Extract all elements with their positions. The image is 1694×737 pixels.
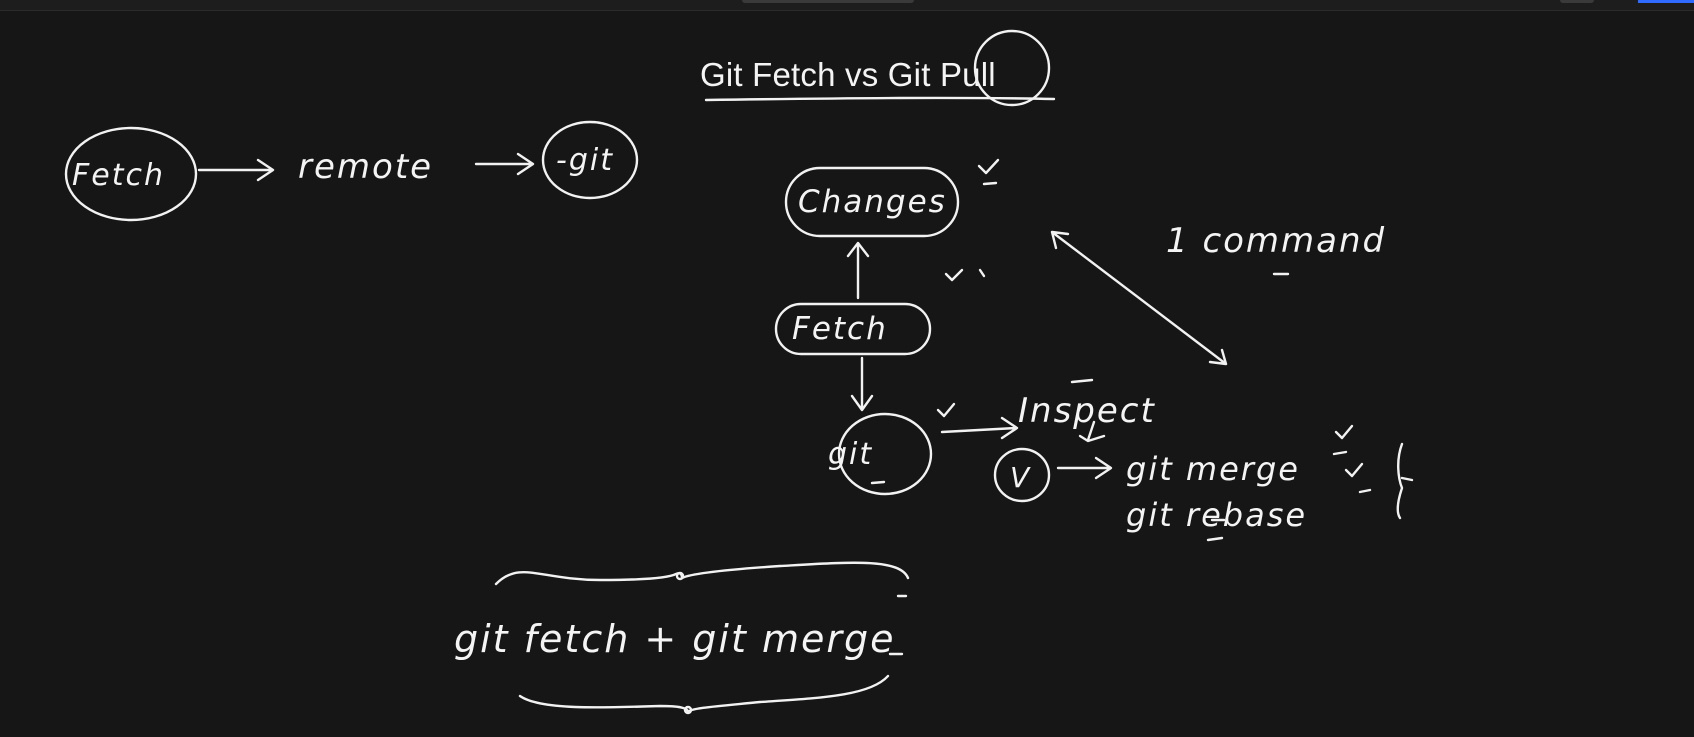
fetch-node-circle <box>64 126 198 222</box>
brace-point <box>675 571 685 581</box>
pull-equation: git fetch + git merge <box>454 617 895 661</box>
page-title: Git Fetch vs Git Pull <box>700 56 996 93</box>
rebase-option-label: git rebase <box>1126 496 1307 534</box>
arrow-git-to-inspect <box>940 416 1019 440</box>
fetch-center-label: Fetch <box>792 311 888 347</box>
check-mark <box>944 268 986 282</box>
top-toolbar <box>0 0 1694 11</box>
pull-circle <box>973 29 1051 107</box>
merge-option-label: git merge <box>1126 450 1300 488</box>
arrow-remote-to-git <box>474 152 535 176</box>
inspect-label: Inspect <box>1018 391 1156 431</box>
git-center-label: git <box>828 437 873 472</box>
git-center-circle <box>837 412 933 496</box>
underline-mark <box>1070 378 1094 384</box>
check-circle <box>993 447 1051 503</box>
underline-mark <box>870 480 886 485</box>
changes-node-box <box>784 166 960 238</box>
toolbar-accent[interactable] <box>1638 0 1694 3</box>
fetch-node-label: Fetch <box>72 158 165 193</box>
options-brace <box>1396 442 1414 520</box>
toolbar-tab[interactable] <box>742 0 914 3</box>
bottom-brace <box>518 674 890 714</box>
check-mark <box>1332 424 1372 494</box>
check-circle-label: V <box>1010 461 1031 494</box>
underline-mark <box>1206 518 1226 542</box>
fetch-center-box <box>774 302 932 356</box>
git-node-label: -git <box>556 143 614 178</box>
toolbar-tab[interactable] <box>1560 0 1594 3</box>
one-command-label: 1 command <box>1166 221 1386 261</box>
brace-point <box>683 705 693 715</box>
arrow-to-options <box>1056 456 1113 480</box>
title-underline <box>704 96 1056 102</box>
remote-label: remote <box>298 147 433 187</box>
arrow-fetch-to-remote <box>197 158 275 182</box>
double-headed-arrow <box>1050 230 1228 366</box>
arrow-fetch-to-changes <box>846 241 870 300</box>
changes-node-label: Changes <box>798 184 947 220</box>
arrow-fetch-to-git <box>850 356 874 412</box>
git-node-circle <box>541 120 639 200</box>
top-brace <box>494 561 910 586</box>
underline-mark <box>888 594 908 656</box>
check-mark <box>977 158 1000 186</box>
check-mark <box>936 402 956 418</box>
arrow-inspect-down <box>1078 420 1106 443</box>
